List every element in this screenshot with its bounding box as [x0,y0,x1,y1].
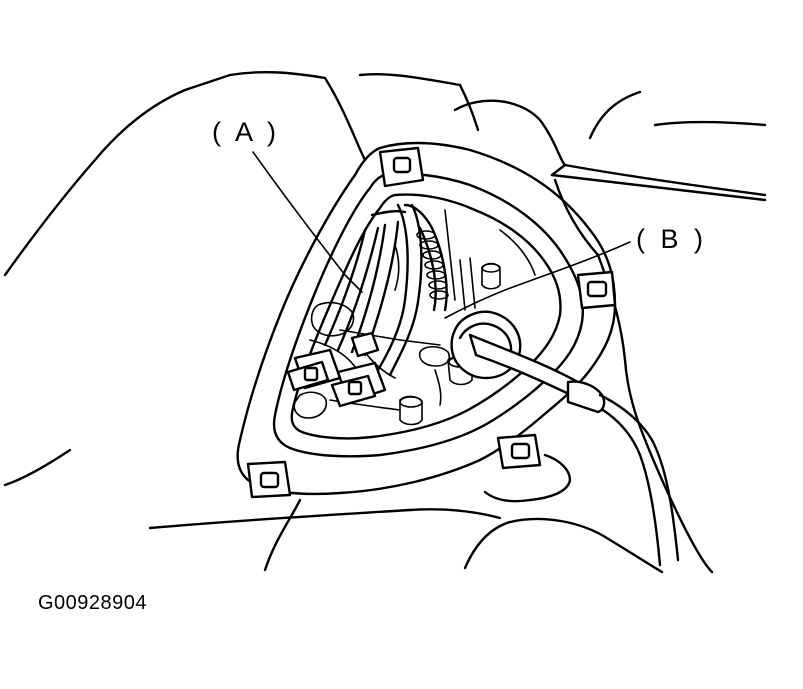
mounting-tab-bottom-left [246,460,292,499]
callout-label-b: ( B ) [636,224,707,254]
figure-id: G00928904 [38,592,148,614]
electrical-connector-right [330,331,387,408]
mounting-tab-right [576,270,617,310]
leader-line-a [252,151,363,293]
leader-line-b [444,241,631,319]
mounting-tab-bottom-right [496,433,542,470]
mounting-tab-top [378,146,425,188]
corrugated-hose [403,203,449,312]
electrical-connector-left [286,348,342,392]
callout-label-a: ( A ) [212,117,280,147]
access-plate-flange [236,141,617,496]
siphon-tool [450,310,680,567]
body-panel-outline [3,70,767,574]
